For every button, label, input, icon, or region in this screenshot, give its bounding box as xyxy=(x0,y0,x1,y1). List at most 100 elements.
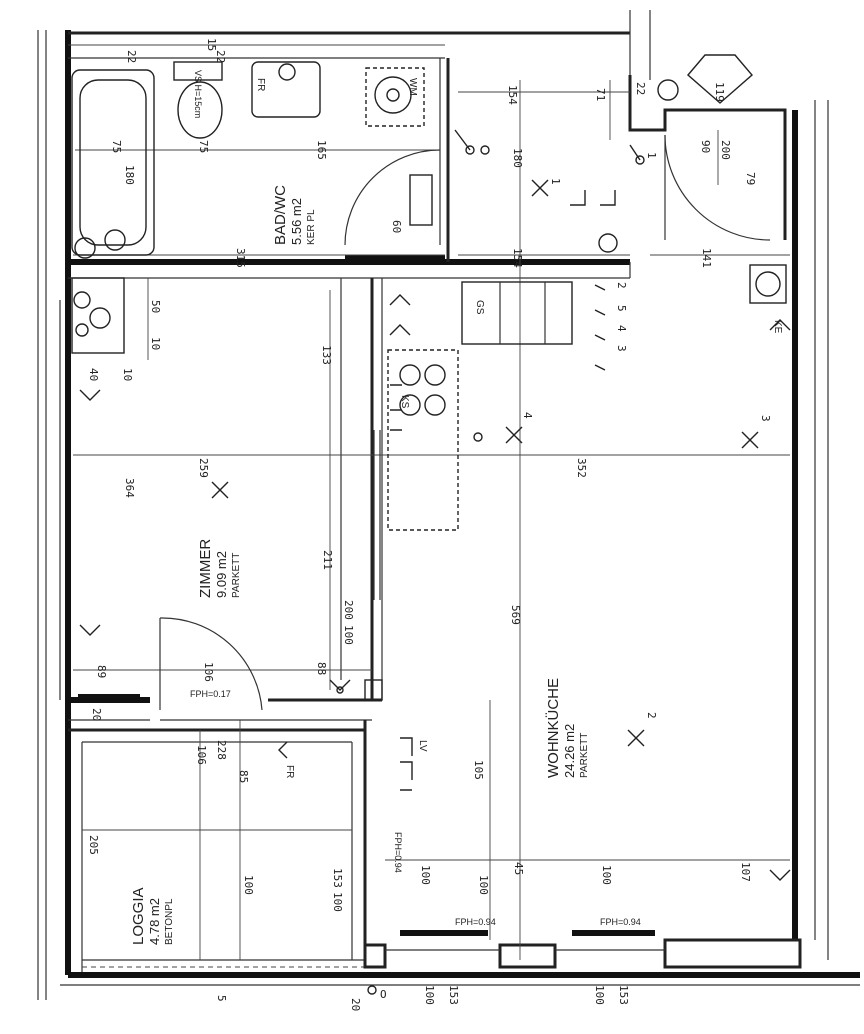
circuit-label: 4 xyxy=(615,325,628,332)
washing-machine-icon xyxy=(365,67,425,127)
dim-label: 10 xyxy=(121,368,134,381)
room-zimmer-label: ZIMMER 9.09 m2 PARKETT xyxy=(197,539,242,598)
room-wohnkueche-label: WOHNKÜCHE 24.26 m2 PARKETT xyxy=(544,678,590,778)
room-loggia-floor: BETONPL xyxy=(164,898,175,945)
dim-label: 100 xyxy=(593,985,606,1005)
dim-label: 5 xyxy=(215,995,228,1002)
dim-label: 153 xyxy=(617,985,630,1005)
dim-label: 180 xyxy=(123,165,136,185)
cross-label: 1 xyxy=(549,178,562,185)
dim-label: 106 xyxy=(195,745,208,765)
walls xyxy=(37,10,860,1000)
fr-label: FR xyxy=(284,765,295,778)
dim-label: 45 xyxy=(512,862,525,875)
dim-label: 315 xyxy=(234,248,247,268)
dimension-lines xyxy=(68,44,790,960)
dim-label: 141 xyxy=(700,248,713,268)
dishwasher-icon xyxy=(461,281,573,345)
room-loggia-name: LOGGIA xyxy=(130,887,147,945)
fixtures xyxy=(71,54,791,995)
dim-label: 89 xyxy=(95,665,108,678)
dim-label: 100 xyxy=(477,875,490,895)
dim-label: 153 xyxy=(447,985,460,1005)
dim-label: 75 xyxy=(110,140,123,153)
room-loggia-area: 4.78 m2 xyxy=(147,898,162,945)
dim-label: 90 xyxy=(699,140,712,153)
dim-label: 100 xyxy=(423,985,436,1005)
dim-label: 154 xyxy=(506,85,519,105)
bathtub-icon xyxy=(71,69,155,256)
doors xyxy=(159,134,771,711)
vent-circle-icon xyxy=(657,79,679,101)
toilet-icon xyxy=(177,81,223,139)
dim-label: 71 xyxy=(594,88,607,101)
fph-label: FPH=0.94 xyxy=(455,917,496,927)
dim-label: 88 xyxy=(315,662,328,675)
dim-label: 205 xyxy=(87,835,100,855)
circuit-label: 5 xyxy=(615,305,628,312)
room-bad-name: BAD/WC xyxy=(272,185,289,245)
ke-label: KE xyxy=(772,320,783,334)
circuit-label: 2 xyxy=(615,282,628,289)
cross-label: 3 xyxy=(759,415,772,422)
room-zimmer-floor: PARKETT xyxy=(231,553,242,598)
dim-label: 228 xyxy=(215,740,228,760)
dim-label: 364 xyxy=(123,478,136,498)
fph-label: FPH=0.94 xyxy=(600,917,641,927)
dim-label: 79 xyxy=(744,172,757,185)
circuit-label: 1 xyxy=(645,152,658,159)
vs-label: VS H=15cm xyxy=(193,70,203,118)
dim-label: 22 xyxy=(634,82,647,95)
annotations: FPH=0.17 FPH=0.94 FPH=0.94 FPH=0.94 VS H… xyxy=(190,70,783,1001)
dim-label: 259 xyxy=(197,458,210,478)
dim-label: 50 xyxy=(149,300,162,313)
dim-label: 20 xyxy=(90,708,103,721)
dim-label: 20 xyxy=(349,998,362,1011)
ks-label: KS xyxy=(399,395,410,409)
dim-label: 154 xyxy=(511,248,524,268)
dim-label: 200 xyxy=(342,600,355,620)
dim-label: 153 xyxy=(331,868,344,888)
dim-label: 100 xyxy=(342,625,355,645)
dim-label: 569 xyxy=(509,605,522,625)
dim-label: 352 xyxy=(575,458,588,478)
room-bad-label: BAD/WC 5.56 m2 KER PL xyxy=(272,185,317,245)
room-loggia-label: LOGGIA 4.78 m2 BETONPL xyxy=(130,887,175,945)
cross-label: 4 xyxy=(521,412,534,419)
room-wohnkueche-name: WOHNKÜCHE xyxy=(544,678,562,778)
dim-label: 180 xyxy=(511,148,524,168)
dimension-labels: 22 15 22 75 75 180 165 154 71 22 119 90 … xyxy=(87,38,757,1011)
dim-label: 100 xyxy=(600,865,613,885)
radiator-icon xyxy=(749,264,787,304)
dim-label: 22 xyxy=(214,50,227,63)
dim-label: 165 xyxy=(315,140,328,160)
kitchen-counter-icon xyxy=(387,349,459,531)
boiler-icon xyxy=(409,174,433,226)
dim-label: 133 xyxy=(320,345,333,365)
dim-label: 100 xyxy=(419,865,432,885)
dim-label: 200 xyxy=(719,140,732,160)
circuit-label: 3 xyxy=(615,345,628,352)
ventilation-icon xyxy=(687,54,753,104)
fph-label: FPH=0.94 xyxy=(393,832,403,873)
dim-label: 75 xyxy=(197,140,210,153)
dim-label: 100 xyxy=(331,892,344,912)
room-bad-area: 5.56 m2 xyxy=(289,198,304,245)
o-label: O xyxy=(380,988,387,1001)
dim-label: 119 xyxy=(713,82,726,102)
fph-label: FPH=0.17 xyxy=(190,689,231,699)
dim-label: 15 xyxy=(205,38,218,51)
dim-label: 106 xyxy=(202,662,215,682)
room-zimmer-name: ZIMMER xyxy=(197,539,214,598)
lv-label: LV xyxy=(417,740,428,752)
cooktop-icon xyxy=(399,364,421,386)
cross-label: 2 xyxy=(645,712,658,719)
dim-label: 40 xyxy=(87,368,100,381)
dim-label: 105 xyxy=(472,760,485,780)
gs-label: GS xyxy=(474,300,485,315)
toilet-tank-icon xyxy=(173,61,223,81)
wm-label: WM xyxy=(407,78,418,96)
room-zimmer-area: 9.09 m2 xyxy=(214,551,229,598)
room-bad-floor: KER PL xyxy=(306,209,317,245)
